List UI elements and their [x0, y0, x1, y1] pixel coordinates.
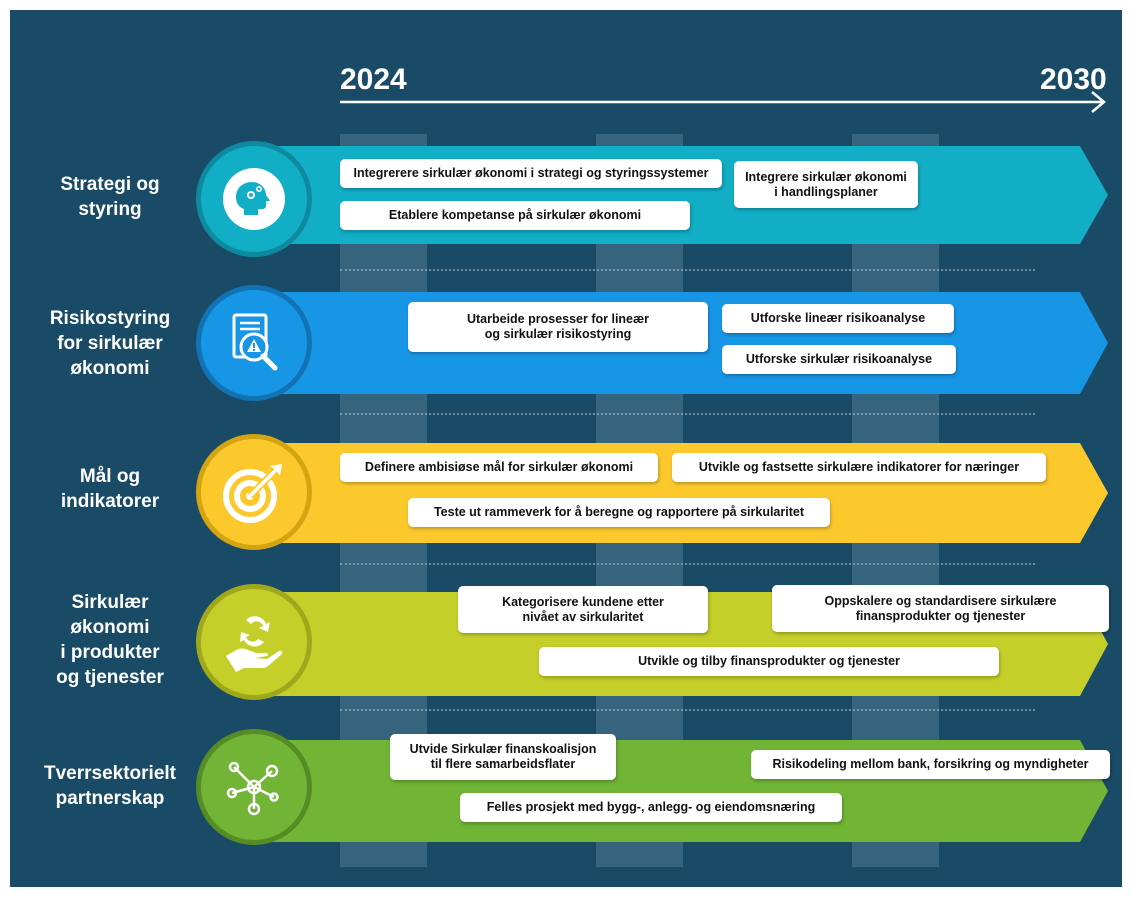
- head-gears-icon: [220, 165, 288, 233]
- roadmap-item: Definere ambisiøse mål for sirkulær økon…: [340, 453, 658, 482]
- row-icon-circle: [196, 584, 312, 700]
- row-divider: [340, 269, 1035, 271]
- roadmap-item: Utarbeide prosesser for lineær og sirkul…: [408, 302, 708, 352]
- row-icon-circle: [196, 729, 312, 845]
- row-label-maal: Mål og indikatorer: [60, 466, 160, 512]
- hand-recycle-icon: [220, 608, 288, 676]
- roadmap-item: Utvikle og fastsette sirkulære indikator…: [672, 453, 1046, 482]
- timeline-arrow: [340, 91, 1106, 113]
- roadmap-canvas: 2024 2030 Strategi og styring Integrerer…: [10, 10, 1122, 887]
- roadmap-item: Etablere kompetanse på sirkulær økonomi: [340, 201, 690, 230]
- roadmap-item: Utvikle og tilby finansprodukter og tjen…: [539, 647, 999, 676]
- row-divider: [340, 709, 1035, 711]
- row-divider: [340, 563, 1035, 565]
- row-label-partnerskap: Tverrsektorielt partnerskap: [43, 763, 176, 809]
- row-label-produkter: Sirkulær økonomi i produkter og tjeneste…: [56, 592, 164, 688]
- roadmap-item: Utvide Sirkulær finanskoalisjon til fler…: [390, 734, 616, 780]
- roadmap-item: Utforske sirkulær risikoanalyse: [722, 345, 956, 374]
- row-divider: [340, 413, 1035, 415]
- row-label-risikostyring: Risikostyring for sirkulær økonomi: [49, 307, 171, 379]
- roadmap-item: Felles prosjekt med bygg-, anlegg- og ei…: [460, 793, 842, 822]
- target-arrow-icon: [220, 458, 288, 526]
- roadmap-item: Kategorisere kundene etter nivået av sir…: [458, 586, 708, 633]
- roadmap-item: Integrere sirkulær økonomi i handlingspl…: [734, 161, 918, 208]
- row-icon-circle: [196, 141, 312, 257]
- risk-document-magnifier-icon: [220, 309, 288, 377]
- roadmap-item: Teste ut rammeverk for å beregne og rapp…: [408, 498, 830, 527]
- timeline-end-year: 2030: [1040, 63, 1107, 96]
- network-nodes-icon: [220, 753, 288, 821]
- roadmap-item: Utforske lineær risikoanalyse: [722, 304, 954, 333]
- roadmap-item: Oppskalere og standardisere sirkulære fi…: [772, 585, 1109, 632]
- roadmap-item: Integrerere sirkulær økonomi i strategi …: [340, 159, 722, 188]
- row-icon-circle: [196, 285, 312, 401]
- timeline-start-year: 2024: [340, 63, 407, 96]
- row-label-strategi: Strategi og styring: [60, 174, 160, 220]
- roadmap-item: Risikodeling mellom bank, forsikring og …: [751, 750, 1110, 779]
- row-icon-circle: [196, 434, 312, 550]
